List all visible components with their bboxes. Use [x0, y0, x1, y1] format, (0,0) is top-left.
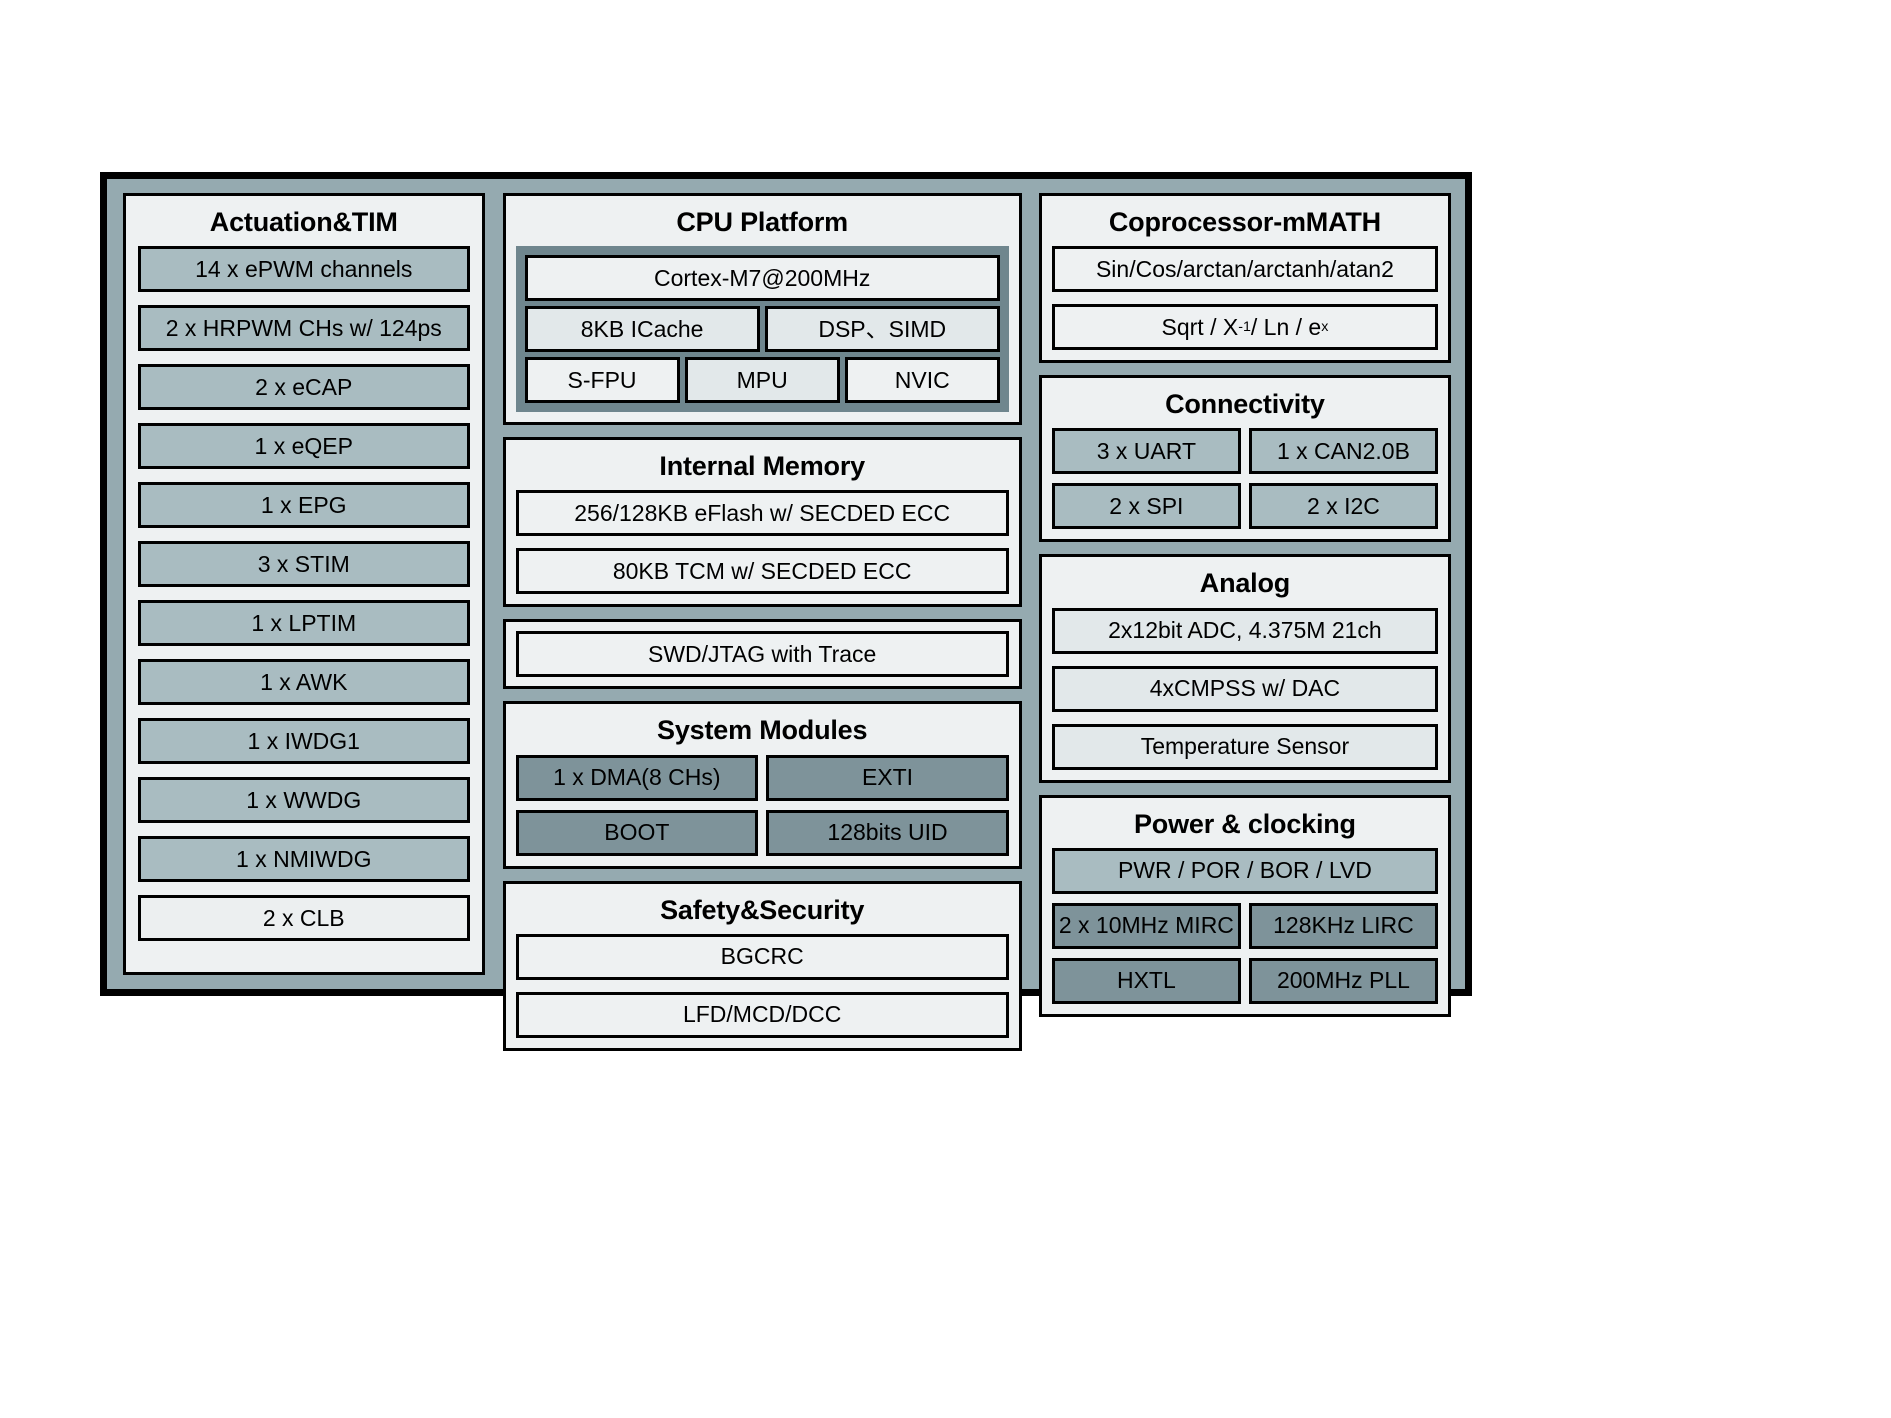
- cpu-core-container: Cortex-M7@200MHz 8KB ICache DSP、SIMD S-F…: [515, 246, 1009, 413]
- cpu-row-units: S-FPU MPU NVIC: [524, 357, 1000, 404]
- panel-cpu-platform: CPU Platform Cortex-M7@200MHz 8KB ICache…: [502, 193, 1022, 426]
- block-iwdg1[interactable]: 1 x IWDG1: [138, 718, 470, 765]
- panel-title-analog: Analog: [1199, 568, 1291, 599]
- analog-blocks: 2x12bit ADC, 4.375M 21ch 4xCMPSS w/ DAC …: [1051, 607, 1438, 770]
- sysmod-row-2: BOOT 128bits UID: [515, 809, 1009, 856]
- connectivity-row-2: 2 x SPI 2 x I2C: [1051, 483, 1438, 530]
- panel-title-internal-memory: Internal Memory: [659, 451, 865, 482]
- block-awk[interactable]: 1 x AWK: [138, 659, 470, 706]
- block-clb[interactable]: 2 x CLB: [138, 895, 470, 942]
- block-adc[interactable]: 2x12bit ADC, 4.375M 21ch: [1051, 607, 1438, 654]
- block-eqep[interactable]: 1 x eQEP: [138, 423, 470, 470]
- panel-safety-security: Safety&Security BGCRC LFD/MCD/DCC: [502, 880, 1022, 1051]
- block-s-fpu[interactable]: S-FPU: [524, 357, 680, 404]
- block-dma[interactable]: 1 x DMA(8 CHs): [515, 754, 759, 801]
- block-cortex-m7[interactable]: Cortex-M7@200MHz: [524, 255, 1000, 302]
- panel-title-coprocessor: Coprocessor-mMATH: [1108, 207, 1381, 237]
- coprocessor-blocks: Sin/Cos/arctan/arctanh/atan2 Sqrt / X-1 …: [1051, 246, 1438, 351]
- block-mirc[interactable]: 2 x 10MHz MIRC: [1051, 902, 1241, 949]
- panel-title-actuation: Actuation&TIM: [209, 207, 398, 237]
- power-row-1: 2 x 10MHz MIRC 128KHz LIRC: [1051, 902, 1438, 949]
- connectivity-row-1: 3 x UART 1 x CAN2.0B: [1051, 428, 1438, 475]
- block-boot[interactable]: BOOT: [515, 809, 759, 856]
- block-bgcrc[interactable]: BGCRC: [515, 933, 1009, 980]
- block-can[interactable]: 1 x CAN2.0B: [1248, 428, 1438, 475]
- middle-column: CPU Platform Cortex-M7@200MHz 8KB ICache…: [502, 193, 1022, 1051]
- block-nmiwdg[interactable]: 1 x NMIWDG: [138, 836, 470, 883]
- block-hxtl[interactable]: HXTL: [1051, 957, 1241, 1004]
- cpu-row-cache: 8KB ICache DSP、SIMD: [524, 306, 1000, 353]
- block-spi[interactable]: 2 x SPI: [1051, 483, 1241, 530]
- panel-power-clocking: Power & clocking PWR / POR / BOR / LVD 2…: [1038, 794, 1451, 1017]
- right-column: Coprocessor-mMATH Sin/Cos/arctan/arctanh…: [1038, 193, 1451, 1017]
- block-lirc[interactable]: 128KHz LIRC: [1248, 902, 1438, 949]
- power-row-2: HXTL 200MHz PLL: [1051, 957, 1438, 1004]
- block-swd-jtag-trace[interactable]: SWD/JTAG with Trace: [515, 631, 1009, 678]
- panel-internal-memory: Internal Memory 256/128KB eFlash w/ SECD…: [502, 437, 1022, 608]
- panel-system-modules: System Modules 1 x DMA(8 CHs) EXTI BOOT …: [502, 701, 1022, 869]
- panel-title-cpu-platform: CPU Platform: [676, 207, 848, 237]
- block-ecap[interactable]: 2 x eCAP: [138, 364, 470, 411]
- block-epg[interactable]: 1 x EPG: [138, 482, 470, 529]
- chip-block-diagram: Actuation&TIM 14 x ePWM channels 2 x HRP…: [100, 172, 1472, 1051]
- block-mpu[interactable]: MPU: [684, 357, 840, 404]
- block-icache[interactable]: 8KB ICache: [524, 306, 760, 353]
- block-tcm[interactable]: 80KB TCM w/ SECDED ECC: [515, 548, 1009, 595]
- block-hrpwm-chs[interactable]: 2 x HRPWM CHs w/ 124ps: [138, 305, 470, 352]
- block-pll[interactable]: 200MHz PLL: [1248, 957, 1438, 1004]
- sysmod-row-1: 1 x DMA(8 CHs) EXTI: [515, 754, 1009, 801]
- panel-connectivity: Connectivity 3 x UART 1 x CAN2.0B 2 x SP…: [1038, 375, 1451, 543]
- block-temperature-sensor[interactable]: Temperature Sensor: [1051, 723, 1438, 770]
- panel-coprocessor-mmath: Coprocessor-mMATH Sin/Cos/arctan/arctanh…: [1038, 193, 1451, 364]
- block-pwr-por-bor-lvd[interactable]: PWR / POR / BOR / LVD: [1051, 847, 1438, 894]
- block-wwdg[interactable]: 1 x WWDG: [138, 777, 470, 824]
- panel-title-safety-security: Safety&Security: [660, 894, 865, 925]
- panel-title-power-clocking: Power & clocking: [1133, 808, 1356, 839]
- block-exti[interactable]: EXTI: [766, 754, 1009, 801]
- panel-actuation-tim: Actuation&TIM 14 x ePWM channels 2 x HRP…: [123, 193, 485, 975]
- block-nvic[interactable]: NVIC: [844, 357, 1000, 404]
- block-epwm-channels[interactable]: 14 x ePWM channels: [138, 246, 470, 293]
- block-lptim[interactable]: 1 x LPTIM: [138, 600, 470, 647]
- block-uart[interactable]: 3 x UART: [1051, 428, 1241, 475]
- block-lfd-mcd-dcc[interactable]: LFD/MCD/DCC: [515, 991, 1009, 1038]
- panel-debug: SWD/JTAG with Trace: [502, 619, 1022, 690]
- block-trig-functions[interactable]: Sin/Cos/arctan/arctanh/atan2: [1051, 246, 1438, 293]
- block-128bits-uid[interactable]: 128bits UID: [766, 809, 1009, 856]
- left-column: Actuation&TIM 14 x ePWM channels 2 x HRP…: [123, 193, 485, 975]
- panel-title-connectivity: Connectivity: [1165, 389, 1325, 420]
- panel-title-system-modules: System Modules: [657, 715, 868, 746]
- block-cmpss-dac[interactable]: 4xCMPSS w/ DAC: [1051, 665, 1438, 712]
- sqrt-part-a: Sqrt / X: [1161, 313, 1239, 340]
- block-eflash[interactable]: 256/128KB eFlash w/ SECDED ECC: [515, 490, 1009, 537]
- sqrt-part-b: / Ln / e: [1250, 313, 1322, 340]
- panel-analog: Analog 2x12bit ADC, 4.375M 21ch 4xCMPSS …: [1038, 554, 1451, 783]
- block-dsp-simd[interactable]: DSP、SIMD: [764, 306, 1000, 353]
- block-i2c[interactable]: 2 x I2C: [1248, 483, 1438, 530]
- block-stim[interactable]: 3 x STIM: [138, 541, 470, 588]
